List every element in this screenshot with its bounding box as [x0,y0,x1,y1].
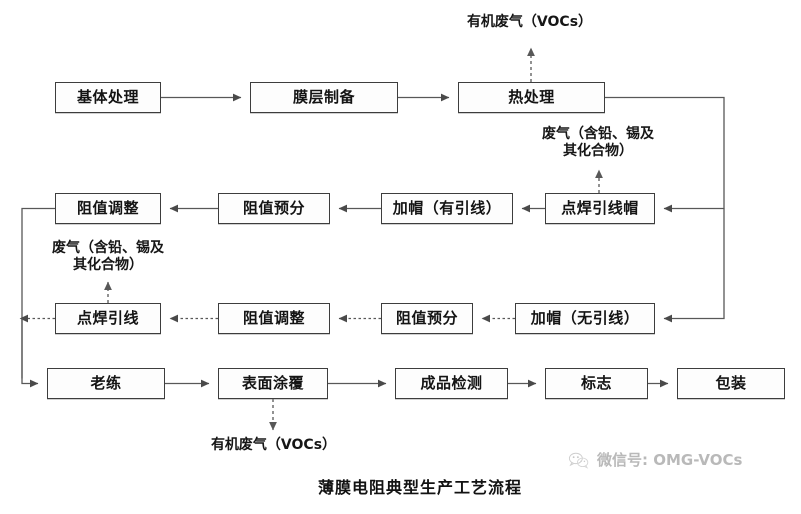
process-node-heat-treatment[interactable]: 热处理 [458,82,605,113]
emission-line: 其化合物） [563,142,633,159]
emission-label-voc-heat-treatment: 有机废气（VOCs） [452,14,607,31]
wechat-icon [568,452,589,469]
diagram-caption: 薄膜电阻典型生产工艺流程 [317,478,522,497]
node-label: 阻值调整 [76,199,139,217]
node-label: 阻值调整 [242,309,305,327]
process-node-spot-weld-lead-cap[interactable]: 点焊引线帽 [545,193,655,224]
node-label: 膜层制备 [292,88,355,106]
emission-line: 有机废气（VOCs） [210,437,337,453]
node-label: 点焊引线 [76,309,139,327]
emission-label-lead-tin-spot-weld-lead: 废气（含铅、锡及 其化合物） [33,240,183,273]
process-node-packaging[interactable]: 包装 [677,368,785,399]
emission-line: 废气（含铅、锡及 [52,240,164,256]
process-node-capping-without-lead[interactable]: 加帽（无引线） [515,303,655,334]
process-node-film-preparation[interactable]: 膜层制备 [250,82,398,113]
node-label: 标志 [580,374,612,392]
watermark-text: 微信号: OMG-VOCs [597,451,743,469]
node-label: 点焊引线帽 [561,199,639,217]
process-node-resistance-adjustment-lower[interactable]: 阻值调整 [218,303,330,334]
node-label: 老练 [90,374,122,392]
emission-label-voc-surface-coating: 有机废气（VOCs） [196,437,351,454]
process-node-base-treatment[interactable]: 基体处理 [55,82,161,113]
process-node-resistance-presort-lower[interactable]: 阻值预分 [381,303,473,334]
process-node-resistance-adjustment-upper[interactable]: 阻值调整 [55,193,161,224]
node-label: 成品检测 [420,374,483,392]
node-label: 加帽（有引线） [392,199,502,217]
node-label: 基体处理 [76,88,139,106]
process-node-resistance-presort-upper[interactable]: 阻值预分 [218,193,330,224]
node-label: 表面涂覆 [241,374,304,392]
emission-line: 废气（含铅、锡及 [542,126,654,142]
process-node-surface-coating[interactable]: 表面涂覆 [218,368,328,399]
node-label: 加帽（无引线） [530,309,640,327]
node-label: 热处理 [508,88,555,106]
node-label: 阻值预分 [242,199,305,217]
node-label: 包装 [715,374,747,392]
emission-label-lead-tin-spot-weld-cap: 废气（含铅、锡及 其化合物） [523,126,673,159]
watermark: 微信号: OMG-VOCs [568,449,742,470]
node-label: 阻值预分 [395,309,458,327]
process-node-marking[interactable]: 标志 [545,368,648,399]
emission-line: 有机废气（VOCs） [466,14,593,30]
process-node-final-inspection[interactable]: 成品检测 [395,368,508,399]
process-node-spot-weld-lead[interactable]: 点焊引线 [55,303,161,334]
process-node-capping-with-lead[interactable]: 加帽（有引线） [381,193,513,224]
emission-line: 其化合物） [73,256,143,273]
process-node-aging[interactable]: 老练 [47,368,165,399]
